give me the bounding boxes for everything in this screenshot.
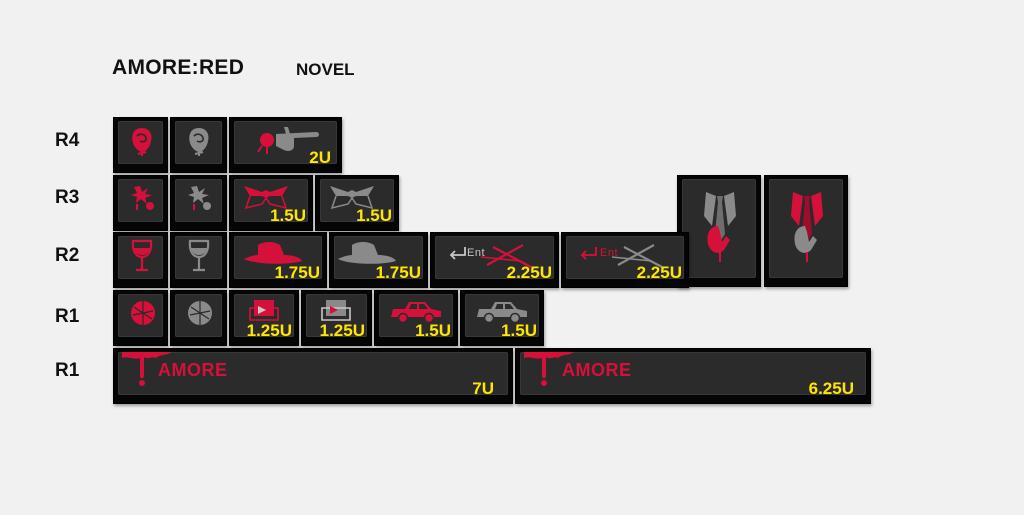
keycap-1-25u-piano-grey: 1.25U [301,290,372,346]
row-label-r1: R1 [55,306,80,327]
key-size-label: 2.25U [506,263,552,282]
enter-legend: Ent [600,247,619,259]
enter-knife-icon [449,244,532,268]
car-icon [477,302,527,324]
keycap-2-25u-enter-grey: Ent 2.25U [430,232,559,288]
key-size-label: 2U [309,148,331,167]
keycap-iso-enter-red-suit [764,175,848,287]
bowtie-icon [330,186,374,210]
orange-slice-icon [188,301,212,325]
splatter-icon [188,186,211,210]
key-size-label: 7U [472,379,494,398]
enter-knife-icon [580,244,663,268]
keycap-orange-grey [170,290,227,346]
row-label-r1-space: R1 [55,360,80,381]
enter-legend: Ent [467,247,486,259]
bowtie-icon [244,186,288,210]
row-label-r2: R2 [55,245,80,266]
keycap-6-25u-spacebar: AMORE 6.25U [515,348,871,404]
key-size-label: 1.75U [274,263,320,282]
row-label-r3: R3 [55,187,80,208]
key-size-label: 1.5U [501,321,537,340]
suit-tie-hand-icon [791,192,823,262]
rose-icon [132,128,152,156]
keycap-7u-spacebar: AMORE 7U [113,348,513,404]
car-icon [391,302,441,324]
keycap-1-5u-bowtie-grey: 1.5U [315,175,399,231]
orange-slice-icon [131,301,155,325]
spacebar-legend: AMORE [158,360,228,380]
fedora-icon [338,242,396,264]
blood-drip-icon [524,352,574,386]
suit-tie-hand-icon [704,192,736,262]
key-size-label: 1.25U [319,321,365,340]
keycap-1-5u-car-red: 1.5U [374,290,458,346]
wine-glass-icon [188,239,210,272]
keycap-splatter-grey [170,175,227,231]
keycap-1-75u-fedora-grey: 1.75U [329,232,428,288]
key-size-label: 1.5U [270,206,306,225]
key-size-label: 2.25U [636,263,682,282]
fedora-icon [244,242,302,264]
kit-subtitle: NOVEL [296,60,355,79]
keycap-wine-grey [170,232,227,288]
key-size-label: 1.5U [415,321,451,340]
key-size-label: 1.75U [375,263,421,282]
keycap-wine-red [113,232,168,288]
keycap-1-75u-fedora-red: 1.75U [229,232,327,288]
piano-icon [249,300,279,321]
keycap-1-5u-bowtie-red: 1.5U [229,175,313,231]
wine-glass-icon [131,239,153,272]
key-size-label: 6.25U [808,379,854,398]
row-label-r4: R4 [55,130,80,151]
key-size-label: 1.25U [246,321,292,340]
key-size-label: 1.5U [356,206,392,225]
keycap-1-25u-piano-red: 1.25U [229,290,299,346]
keycap-iso-enter-grey-suit [677,175,761,287]
keycap-2-25u-enter-red: Ent 2.25U [561,232,689,288]
blood-drip-icon [122,352,172,386]
keycap-orange-red [113,290,168,346]
keycap-splatter-red [113,175,168,231]
piano-icon [321,300,351,321]
rose-icon [189,128,209,156]
splatter-icon [131,186,154,210]
keycap-2u-finger-gun: 2U [229,117,342,173]
kit-title: AMORE:RED [112,56,245,79]
finger-gun-rose-icon [257,127,319,154]
spacebar-legend: AMORE [562,360,632,380]
keycap-1-5u-car-grey: 1.5U [460,290,544,346]
keycap-rose-red [113,117,168,173]
keycap-rose-grey [170,117,227,173]
